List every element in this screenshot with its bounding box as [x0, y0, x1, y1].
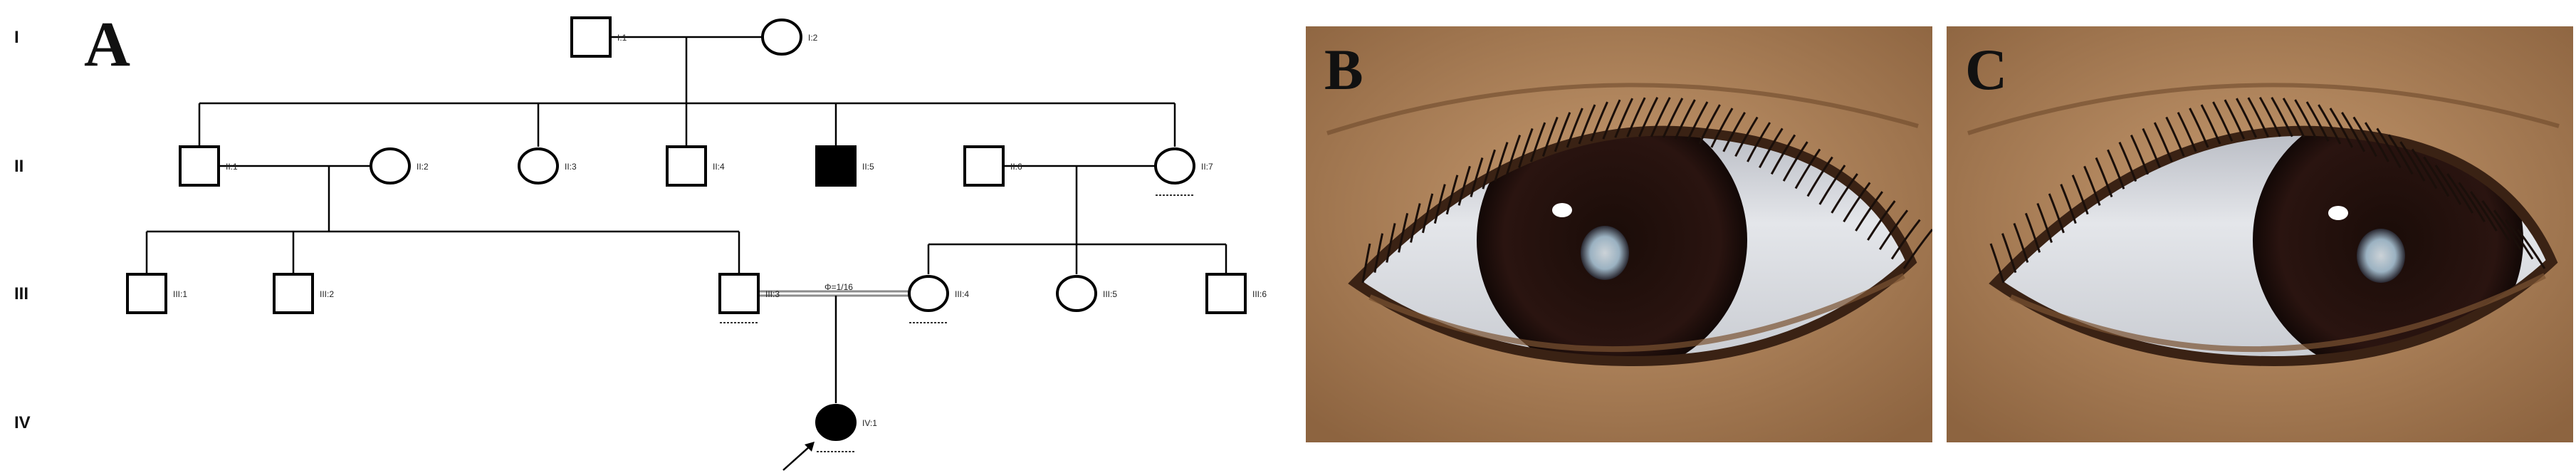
consanguinity-coefficient-label: Φ=1/16: [824, 282, 853, 292]
generation-label: III: [14, 284, 28, 303]
pedigree-individual: III:5: [1056, 275, 1117, 312]
female-symbol: [370, 147, 411, 184]
individual-id-label: II:4: [713, 162, 725, 172]
individual-id-label: III:4: [955, 289, 969, 299]
photo-right-eye: B: [1306, 26, 1932, 442]
individual-id-label: II:3: [565, 162, 577, 172]
pedigree-individual: II:4: [666, 145, 725, 187]
male-symbol: [273, 273, 314, 314]
male-symbol: [666, 145, 707, 187]
male-symbol: [963, 145, 1005, 187]
individual-id-label: III:1: [173, 289, 187, 299]
male-symbol: [815, 145, 857, 187]
pedigree-individual: III:1: [126, 273, 187, 314]
individual-id-label: IV:1: [862, 418, 877, 428]
pedigree-individual: II:1: [179, 145, 238, 187]
pedigree-individual: II:6: [963, 145, 1022, 187]
male-symbol: [179, 145, 220, 187]
male-symbol: [1205, 273, 1247, 314]
individual-id-label: II:6: [1010, 162, 1022, 172]
male-symbol: [126, 273, 167, 314]
eye-with-cataract-image: [1306, 26, 1932, 442]
panel-c-label: C: [1965, 37, 2008, 102]
pedigree-individual: III:3: [718, 273, 780, 323]
individual-id-label: II:1: [226, 162, 238, 172]
panel-b-label: B: [1324, 37, 1363, 102]
individual-id-label: I:1: [617, 33, 627, 43]
eye-with-cataract-image: [1947, 26, 2573, 442]
pedigree-individual: III:4: [908, 275, 969, 323]
generation-label: I: [14, 28, 19, 47]
pedigree-individual: III:6: [1205, 273, 1267, 314]
proband-arrow-icon: [782, 442, 815, 471]
individual-id-label: II:5: [862, 162, 874, 172]
female-symbol: [1154, 147, 1195, 184]
female-symbol: [908, 275, 949, 312]
female-symbol: [815, 404, 857, 441]
generation-label: IV: [14, 413, 31, 432]
panel-a-label: A: [84, 9, 130, 80]
pedigree-individual: I:2: [761, 19, 818, 56]
pedigree-individual: III:2: [273, 273, 334, 314]
pedigree-individual: II:3: [518, 147, 577, 184]
individual-id-label: III:5: [1103, 289, 1117, 299]
male-symbol: [570, 16, 612, 58]
pedigree-individual: II:5: [815, 145, 874, 187]
photo-left-eye: C: [1947, 26, 2573, 442]
pedigree-individual: II:2: [370, 147, 429, 184]
female-symbol: [761, 19, 802, 56]
generation-label: II: [14, 157, 23, 176]
pedigree-individual: I:1: [570, 16, 627, 58]
individual-id-label: III:3: [765, 289, 780, 299]
individual-id-label: III:2: [320, 289, 334, 299]
pedigree-individual: IV:1: [815, 404, 877, 452]
female-symbol: [1056, 275, 1097, 312]
female-symbol: [518, 147, 559, 184]
pedigree-lines: [145, 36, 1227, 403]
pedigree-individual: II:7: [1154, 147, 1213, 196]
individual-id-label: I:2: [808, 33, 818, 43]
individual-id-label: II:2: [417, 162, 429, 172]
individual-id-label: III:6: [1252, 289, 1267, 299]
individual-id-label: II:7: [1201, 162, 1213, 172]
male-symbol: [718, 273, 760, 314]
